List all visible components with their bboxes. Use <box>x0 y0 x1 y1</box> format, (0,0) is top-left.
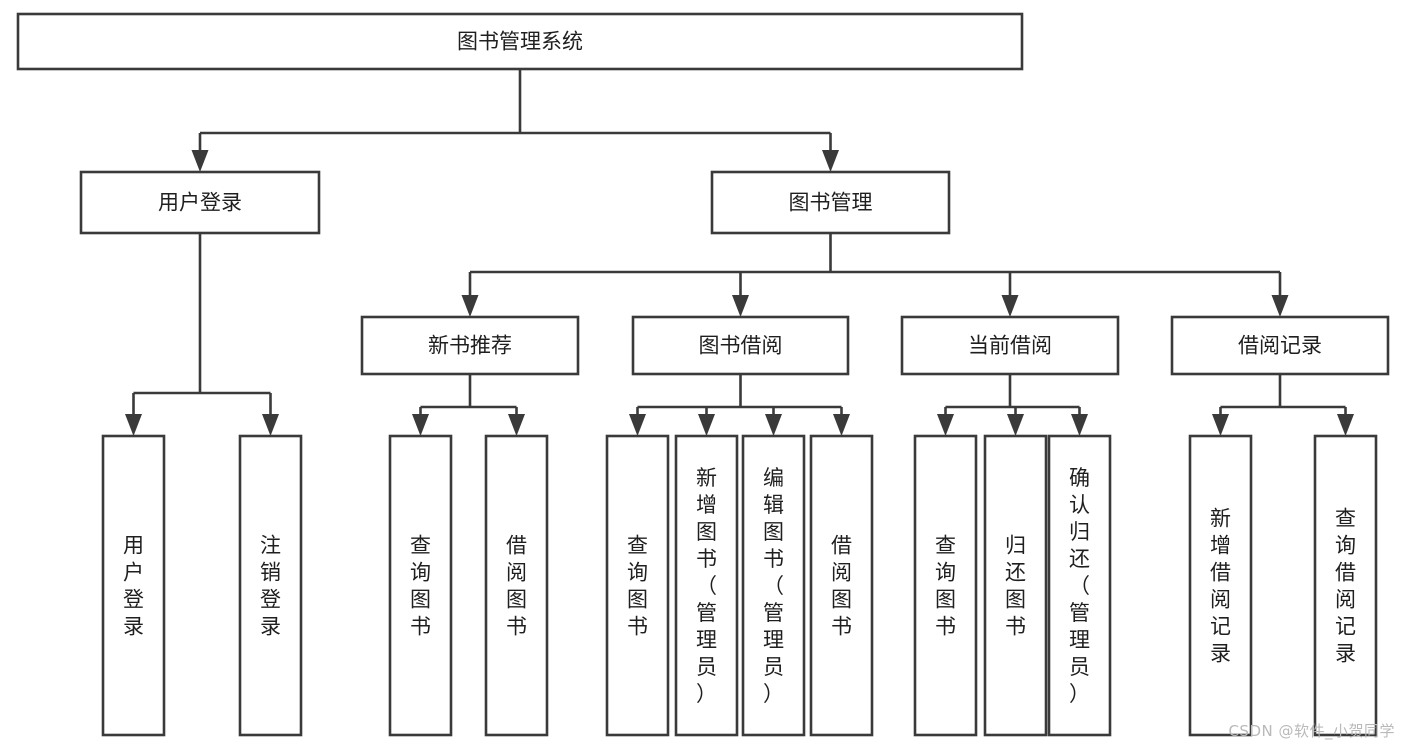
node---l4[interactable]: 查询图书 <box>913 434 978 737</box>
node-label: 归还图书 <box>1005 534 1026 639</box>
arrow-head <box>262 414 279 436</box>
connector-group-- <box>937 374 1088 436</box>
node-box[interactable] <box>1313 434 1378 737</box>
arrow-head <box>1007 414 1024 436</box>
node---l4[interactable]: 查询图书 <box>388 434 453 737</box>
node-box[interactable] <box>983 434 1048 737</box>
node-box[interactable] <box>16 12 1024 71</box>
node-box[interactable] <box>238 434 303 737</box>
node-box[interactable] <box>674 434 739 737</box>
node-label: 注销登录 <box>260 534 281 639</box>
node-label: 查询借阅记录 <box>1335 507 1356 666</box>
node---l4[interactable]: 注销登录 <box>238 434 303 737</box>
node-label: 借阅图书 <box>831 534 852 639</box>
connector-group-- <box>191 69 839 172</box>
node---l4[interactable]: 借阅图书 <box>484 434 549 737</box>
node-label: 借阅图书 <box>506 534 527 639</box>
node---l3[interactable]: 新书推荐 <box>360 315 580 376</box>
node---l4[interactable]: 用户登录 <box>101 434 166 737</box>
arrow-head <box>461 295 479 317</box>
arrow-head <box>937 414 954 436</box>
csdn-watermark: CSDN @软件_小贺同学 <box>1228 722 1395 740</box>
connector-group-- <box>412 374 525 436</box>
arrow-head <box>1212 414 1229 436</box>
node-label: 新书推荐 <box>428 334 512 358</box>
node-box[interactable] <box>913 434 978 737</box>
node-box[interactable] <box>79 170 321 235</box>
arrow-head <box>765 414 782 436</box>
arrow-head <box>833 414 850 436</box>
node-box[interactable] <box>388 434 453 737</box>
node-label: 新增借阅记录 <box>1210 507 1231 666</box>
node---l4[interactable]: 归还图书 <box>983 434 1048 737</box>
node-box[interactable] <box>605 434 670 737</box>
node---l4[interactable]: 编辑图书（管理员） <box>741 434 806 737</box>
node---l3[interactable]: 当前借阅 <box>900 315 1120 376</box>
node-label: 借阅记录 <box>1238 334 1322 358</box>
node---l4[interactable]: 借阅图书 <box>809 434 874 737</box>
arrow-head <box>698 414 715 436</box>
node---l1[interactable]: 图书管理系统 <box>16 12 1024 71</box>
node---l3[interactable]: 借阅记录 <box>1170 315 1390 376</box>
node-box[interactable] <box>1170 315 1390 376</box>
node-box[interactable] <box>101 434 166 737</box>
node-box[interactable] <box>631 315 850 376</box>
node-box[interactable] <box>1047 434 1112 737</box>
node-label: 用户登录 <box>123 534 144 639</box>
node-label: 当前借阅 <box>968 334 1052 358</box>
node-box[interactable] <box>360 315 580 376</box>
arrow-head <box>1337 414 1354 436</box>
node-label: 编辑图书（管理员） <box>763 466 784 706</box>
node---l2[interactable]: 用户登录 <box>79 170 321 235</box>
node-layer: 图书管理系统用户登录图书管理新书推荐图书借阅当前借阅借阅记录用户登录注销登录查询… <box>16 12 1390 737</box>
node-box[interactable] <box>484 434 549 737</box>
node---l4[interactable]: 新增借阅记录 <box>1188 434 1253 737</box>
node-label: 图书借阅 <box>699 334 783 358</box>
arrow-head <box>822 150 839 172</box>
node---l4[interactable]: 查询借阅记录 <box>1313 434 1378 737</box>
arrow-head <box>1271 295 1289 317</box>
node-box[interactable] <box>741 434 806 737</box>
connector-group-- <box>629 374 850 436</box>
node---l4[interactable]: 新增图书（管理员） <box>674 434 739 737</box>
node-label: 图书管理 <box>789 191 873 215</box>
node---l3[interactable]: 图书借阅 <box>631 315 850 376</box>
arrow-head <box>125 414 142 436</box>
node-box[interactable] <box>710 170 951 235</box>
connector-group-- <box>461 233 1289 317</box>
node-box[interactable] <box>1188 434 1253 737</box>
node---l2[interactable]: 图书管理 <box>710 170 951 235</box>
node-box[interactable] <box>809 434 874 737</box>
connector-layer <box>125 69 1354 436</box>
node---l4[interactable]: 查询图书 <box>605 434 670 737</box>
node-label: 查询图书 <box>935 534 956 639</box>
node-label: 用户登录 <box>158 191 242 215</box>
arrow-head <box>732 295 749 317</box>
node-label: 新增图书（管理员） <box>696 466 717 706</box>
arrow-head <box>412 414 429 436</box>
node-box[interactable] <box>900 315 1120 376</box>
node-label: 查询图书 <box>627 534 648 639</box>
node---l4[interactable]: 确认归还（管理员） <box>1047 434 1112 737</box>
connector-group-- <box>125 233 279 436</box>
connector-group-- <box>1212 374 1354 436</box>
arrow-head <box>191 150 209 172</box>
arrow-head <box>629 414 646 436</box>
node-label: 查询图书 <box>410 534 431 639</box>
node-label: 图书管理系统 <box>457 30 583 54</box>
arrow-head <box>1071 414 1088 436</box>
arrow-head <box>508 414 525 436</box>
node-label: 确认归还（管理员） <box>1069 466 1090 706</box>
arrow-head <box>1001 295 1019 317</box>
